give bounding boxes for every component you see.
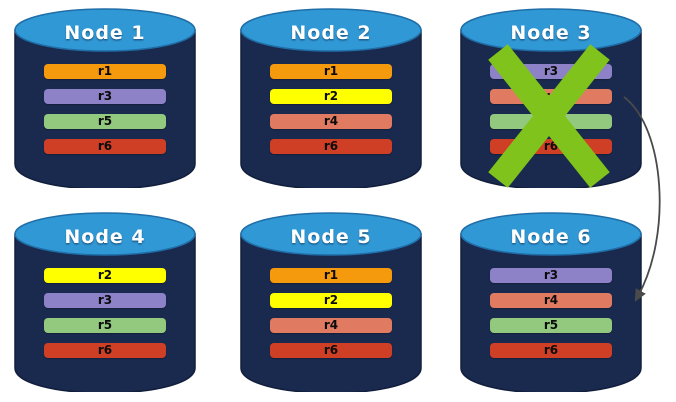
replica-r4[interactable]: r4: [490, 293, 612, 308]
replica-r4[interactable]: r4: [270, 318, 392, 333]
replica-r5[interactable]: r5: [490, 318, 612, 333]
replica-r5[interactable]: r5: [44, 114, 166, 129]
replica-r6[interactable]: r6: [44, 139, 166, 154]
replica-r6[interactable]: r6: [44, 343, 166, 358]
replica-list: r3 r4 r5 r6: [490, 64, 612, 164]
replica-r2[interactable]: r2: [270, 293, 392, 308]
replica-list: r1 r2 r4 r6: [270, 64, 392, 164]
replica-r6[interactable]: r6: [490, 343, 612, 358]
replica-r4[interactable]: r4: [490, 89, 612, 104]
replica-r3[interactable]: r3: [490, 64, 612, 79]
replica-r5[interactable]: r5: [490, 114, 612, 129]
replica-r3[interactable]: r3: [44, 89, 166, 104]
replica-list: r3 r4 r5 r6: [490, 268, 612, 368]
cylinder-top: [14, 8, 196, 52]
cylinder-top: [240, 212, 422, 256]
cylinder-top: [460, 8, 642, 52]
replica-r6[interactable]: r6: [270, 343, 392, 358]
cylinder-top: [240, 8, 422, 52]
replica-r5[interactable]: r5: [44, 318, 166, 333]
replica-list: r1 r3 r5 r6: [44, 64, 166, 164]
replica-r6[interactable]: r6: [490, 139, 612, 154]
replica-r4[interactable]: r4: [270, 114, 392, 129]
replica-list: r2 r3 r5 r6: [44, 268, 166, 368]
replica-r3[interactable]: r3: [490, 268, 612, 283]
replica-r1[interactable]: r1: [270, 64, 392, 79]
replica-r1[interactable]: r1: [44, 64, 166, 79]
replica-r2[interactable]: r2: [270, 89, 392, 104]
cylinder-top: [14, 212, 196, 256]
replica-r1[interactable]: r1: [270, 268, 392, 283]
cylinder-top: [460, 212, 642, 256]
replica-r6[interactable]: r6: [270, 139, 392, 154]
replica-r2[interactable]: r2: [44, 268, 166, 283]
replica-r3[interactable]: r3: [44, 293, 166, 308]
replica-list: r1 r2 r4 r6: [270, 268, 392, 368]
